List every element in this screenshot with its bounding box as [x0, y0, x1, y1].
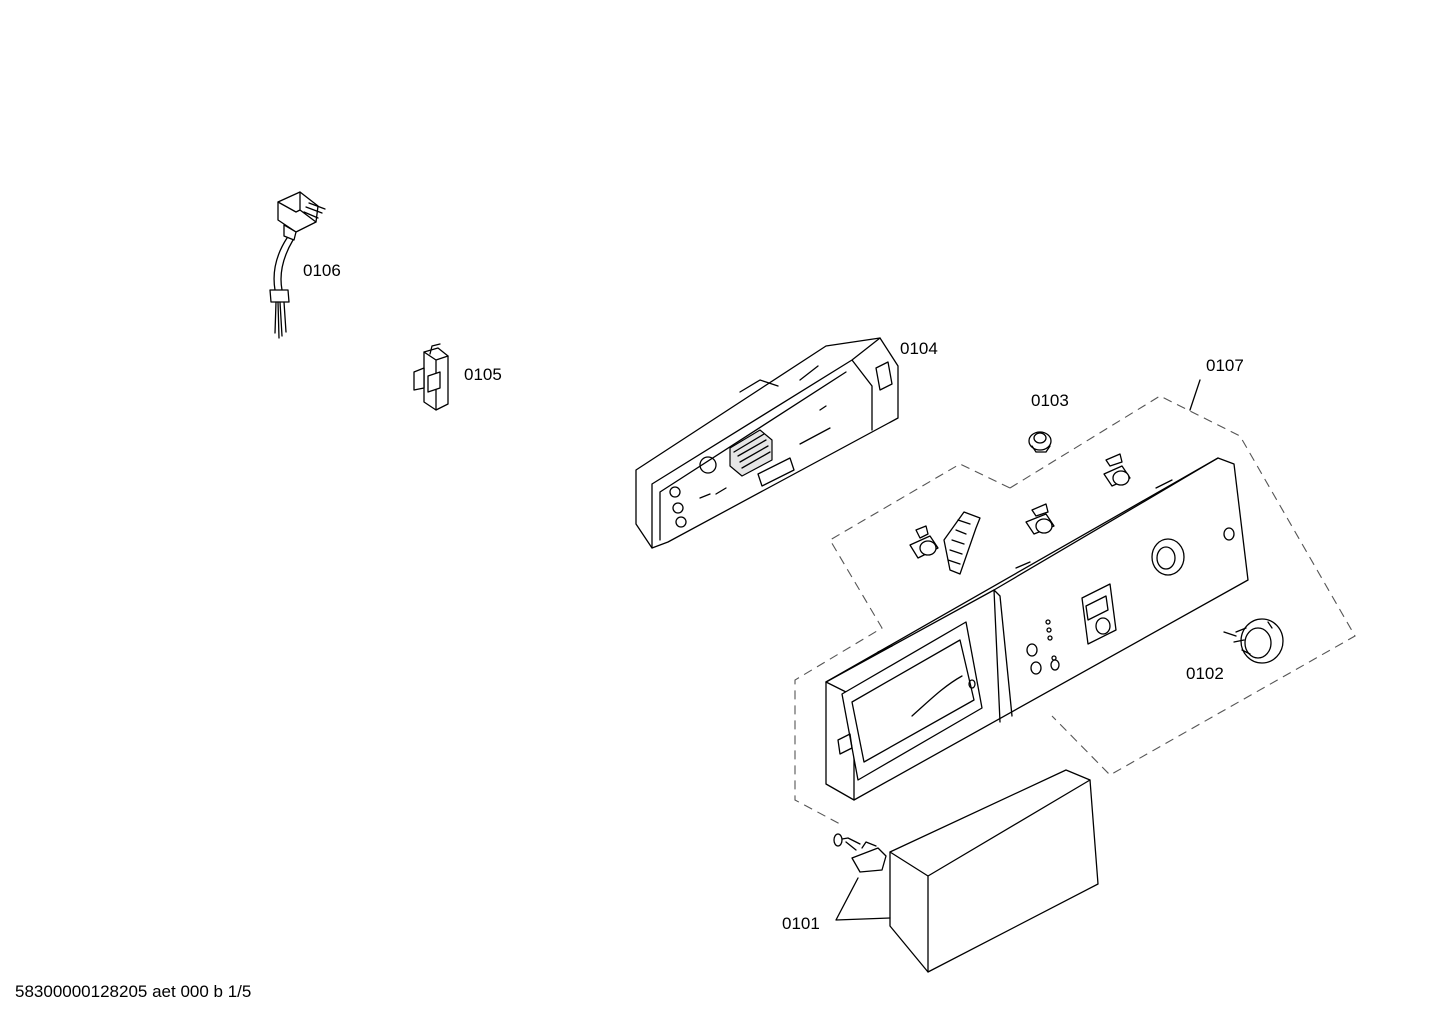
part-fascia-panel — [825, 457, 1249, 801]
label-part-0106: 0106 — [303, 261, 341, 280]
part-0102-programme-knob — [1223, 618, 1284, 664]
label-part-0102: 0102 — [1186, 664, 1224, 683]
part-0103-knob-cap — [1028, 431, 1052, 453]
part-0106-power-cord — [269, 191, 326, 339]
label-part-0104: 0104 — [900, 339, 938, 358]
label-part-0101: 0101 — [782, 914, 820, 933]
drawing-reference-number: 58300000128205 aet 000 b 1/5 — [15, 982, 252, 1001]
part-0105-filter-clip — [413, 343, 449, 411]
label-part-0105: 0105 — [464, 365, 502, 384]
part-0107-assembly-boundary — [794, 379, 1356, 825]
part-0104-control-module — [635, 337, 899, 549]
part-0101-drawer-handle — [833, 769, 1099, 973]
label-part-0103: 0103 — [1031, 391, 1069, 410]
part-buttons-set — [909, 453, 1131, 575]
label-part-0107: 0107 — [1206, 356, 1244, 375]
